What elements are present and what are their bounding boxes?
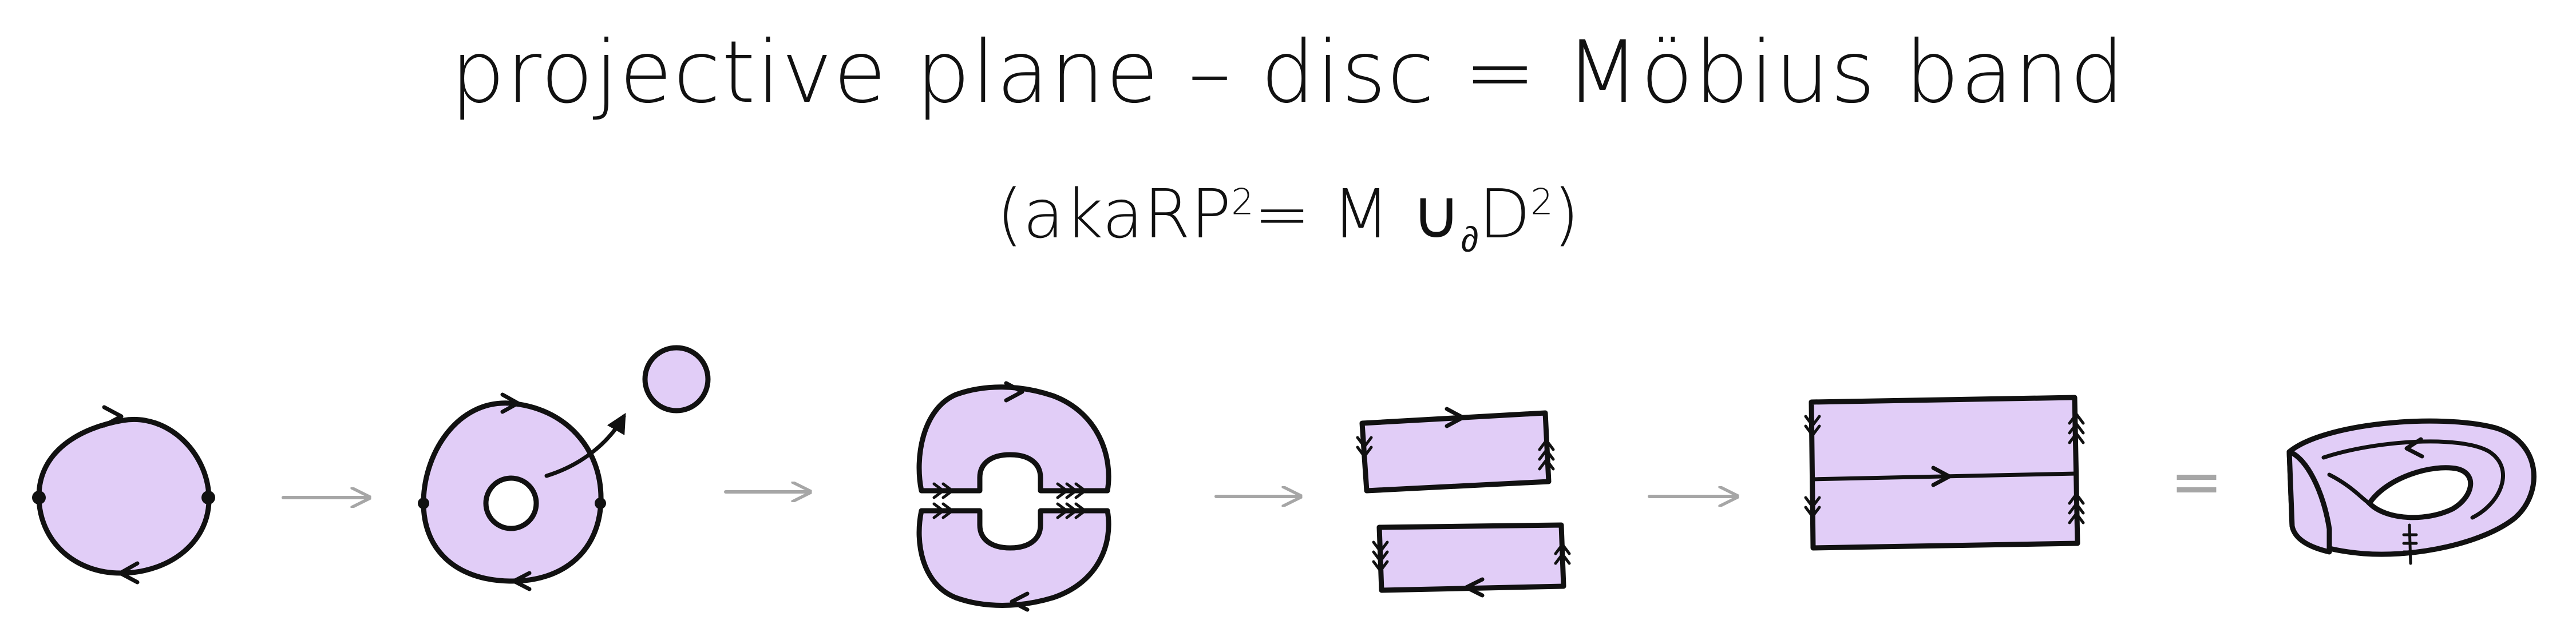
disc-shape bbox=[36, 416, 212, 576]
lower-half-bottom-arrow-icon bbox=[1010, 591, 1030, 612]
mobius-twist-edge bbox=[2327, 472, 2372, 506]
upper-strip-left-double-arrow-icon bbox=[1356, 436, 1373, 458]
punctured-left-point-icon bbox=[418, 498, 429, 509]
subtitle-disc-exponent: 2 bbox=[1530, 181, 1553, 223]
step2-remove-disc bbox=[418, 345, 711, 591]
glued-right-triple-arrow-bottom-icon bbox=[2068, 492, 2085, 524]
subtitle-close: ) bbox=[1553, 174, 1580, 253]
removal-arrow-icon bbox=[544, 412, 626, 478]
glued-middle-line bbox=[1810, 471, 2079, 482]
upper-right-triple-arrow-icon bbox=[1056, 482, 1087, 499]
equals-sign: = bbox=[2170, 445, 2223, 518]
subtitle-equals-mobius-union: = M ∪ bbox=[1253, 174, 1461, 253]
subtitle-disc: D bbox=[1478, 174, 1531, 253]
lower-strip-right-double-arrow-icon bbox=[1554, 543, 1571, 565]
step5-glued-rectangle bbox=[1804, 395, 2085, 551]
disc-top-arrow-icon bbox=[102, 405, 124, 428]
glued-middle-arrow-icon bbox=[1931, 466, 1952, 487]
upper-strip-arrow-icon bbox=[1445, 407, 1465, 428]
lower-strip-arrow-icon bbox=[1464, 577, 1485, 598]
glued-right-triple-arrow-top-icon bbox=[2068, 412, 2085, 444]
punctured-right-point-icon bbox=[595, 498, 606, 509]
subtitle-open: (aka bbox=[996, 174, 1144, 253]
subtitle-union-boundary: ∂ bbox=[1461, 218, 1479, 260]
diagram-subtitle: (aka RP2= M ∪∂ D2) bbox=[0, 174, 2576, 260]
mobius-hole bbox=[2366, 465, 2474, 520]
disc-right-point-icon bbox=[201, 491, 215, 504]
removed-disc bbox=[642, 345, 711, 414]
lower-strip-left-triple-arrow-icon bbox=[1372, 540, 1389, 573]
punctured-bottom-arrow-icon bbox=[512, 571, 532, 591]
lower-right-triple-arrow-icon bbox=[1056, 502, 1087, 519]
subtitle-rp-exponent: 2 bbox=[1231, 181, 1254, 223]
step1-disc bbox=[32, 405, 215, 585]
punctured-top-arrow-icon bbox=[500, 392, 520, 414]
lower-strip bbox=[1376, 522, 1566, 593]
disc-hole bbox=[483, 475, 539, 531]
subtitle-rp: RP bbox=[1143, 174, 1232, 253]
upper-half-top-arrow-icon bbox=[1004, 381, 1024, 403]
upper-strip-right-triple-arrow-icon bbox=[1538, 439, 1555, 471]
upper-half-shape bbox=[916, 384, 1111, 494]
diagram-title: projective plane – disc = Möbius band bbox=[450, 23, 2126, 122]
disc-left-point-icon bbox=[32, 491, 46, 504]
disc-bottom-arrow-icon bbox=[118, 561, 140, 585]
upper-strip bbox=[1359, 410, 1552, 494]
step4-two-strips bbox=[1356, 407, 1571, 598]
mobius-arrow-icon bbox=[2404, 437, 2424, 459]
glued-left-double-arrow-bottom-icon bbox=[1804, 496, 1821, 518]
mobius-front-face bbox=[2286, 449, 2332, 555]
glued-left-double-arrow-top-icon bbox=[1804, 415, 1821, 437]
mobius-seam-ticks-icon bbox=[2402, 533, 2418, 554]
lower-half-shape bbox=[916, 508, 1111, 608]
lower-left-double-arrow-icon bbox=[932, 502, 954, 519]
upper-left-double-arrow-icon bbox=[932, 482, 954, 499]
step6-mobius-band bbox=[2286, 418, 2537, 565]
step3-two-halves bbox=[916, 381, 1111, 612]
mobius-inner-edge bbox=[2321, 439, 2505, 520]
